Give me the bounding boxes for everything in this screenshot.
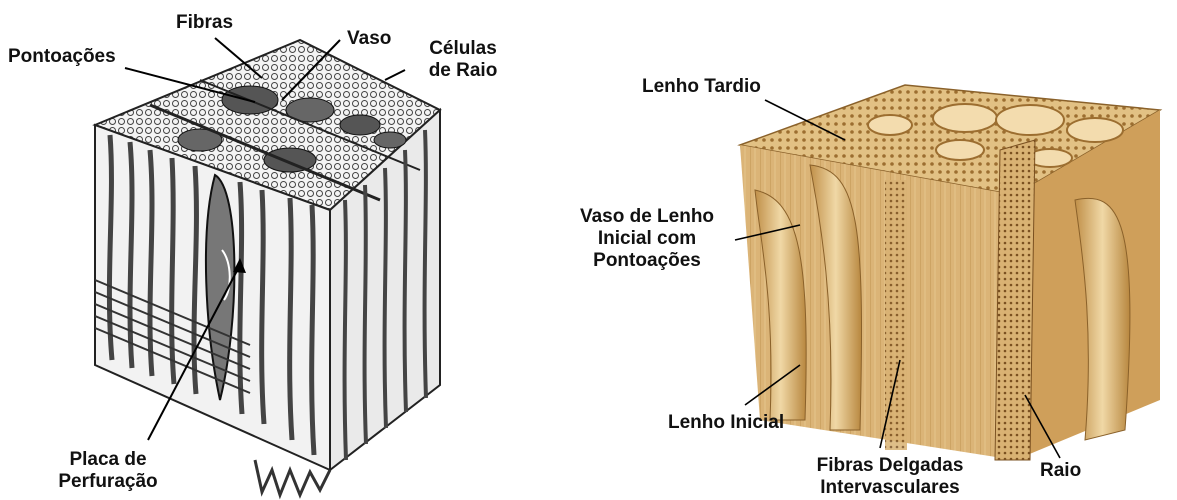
label-fibras-line1: Fibras Delgadas [780, 455, 1000, 477]
label-fibras: Fibras [176, 12, 233, 34]
label-vaso-lenho-inicial: Vaso de Lenho Inicial com Pontoações [552, 206, 742, 272]
hardwood-sketch-block [95, 38, 440, 495]
label-placa-line1: Placa de [48, 449, 168, 471]
hardwood-color-block [735, 85, 1160, 460]
label-pontoacoes: Pontoações [8, 46, 116, 68]
label-lenho-tardio: Lenho Tardio [642, 76, 761, 98]
label-placa-line2: Perfuração [48, 471, 168, 493]
label-placa-de-perfuracao: Placa de Perfuração [48, 449, 168, 493]
label-vaso-line3: Pontoações [552, 250, 742, 272]
label-fibras-line2: Intervasculares [780, 477, 1000, 499]
label-celulas-line2: de Raio [418, 60, 508, 82]
label-celulas-de-raio: Células de Raio [418, 38, 508, 82]
label-celulas-line1: Células [418, 38, 508, 60]
label-raio: Raio [1040, 460, 1081, 482]
label-lenho-inicial: Lenho Inicial [668, 412, 784, 434]
label-vaso-line1: Vaso de Lenho [552, 206, 742, 228]
label-vaso-line2: Inicial com [552, 228, 742, 250]
label-vaso: Vaso [347, 28, 391, 50]
label-fibras-delgadas: Fibras Delgadas Intervasculares [780, 455, 1000, 499]
